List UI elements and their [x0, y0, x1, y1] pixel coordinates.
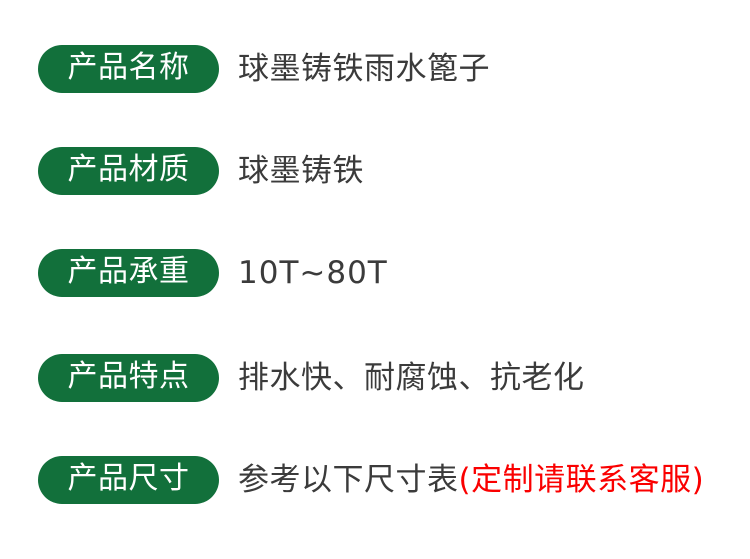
spec-value-area: 参考以下尺寸表(定制请联系客服) [238, 456, 704, 504]
spec-row: 产品特点 排水快、耐腐蚀、抗老化 [0, 354, 750, 402]
spec-row: 产品名称 球墨铸铁雨水篦子 [0, 45, 750, 93]
spec-value-area: 10T~80T [238, 249, 388, 297]
spec-label-text: 产品尺寸 [67, 461, 190, 496]
spec-value-text: 球墨铸铁雨水篦子 [238, 50, 490, 87]
spec-label-text: 产品名称 [67, 50, 190, 85]
spec-row: 产品承重 10T~80T [0, 249, 750, 297]
spec-label-pill: 产品承重 [38, 249, 219, 297]
spec-row: 产品尺寸 参考以下尺寸表(定制请联系客服) [0, 456, 750, 504]
spec-value-highlight-note: (定制请联系客服) [458, 461, 705, 498]
spec-label-text: 产品特点 [67, 359, 190, 394]
spec-value-text: 10T~80T [238, 254, 388, 291]
spec-label-text: 产品材质 [67, 152, 190, 187]
spec-value-area: 球墨铸铁 [238, 147, 364, 195]
spec-row: 产品材质 球墨铸铁 [0, 147, 750, 195]
spec-value-text: 参考以下尺寸表 [238, 461, 459, 498]
spec-label-pill: 产品尺寸 [38, 456, 219, 504]
spec-label-pill: 产品特点 [38, 354, 219, 402]
spec-value-text: 球墨铸铁 [238, 152, 364, 189]
spec-label-pill: 产品名称 [38, 45, 219, 93]
spec-label-pill: 产品材质 [38, 147, 219, 195]
spec-value-area: 排水快、耐腐蚀、抗老化 [238, 354, 585, 402]
spec-value-text: 排水快、耐腐蚀、抗老化 [238, 359, 585, 396]
spec-label-text: 产品承重 [67, 254, 190, 289]
spec-value-area: 球墨铸铁雨水篦子 [238, 45, 490, 93]
